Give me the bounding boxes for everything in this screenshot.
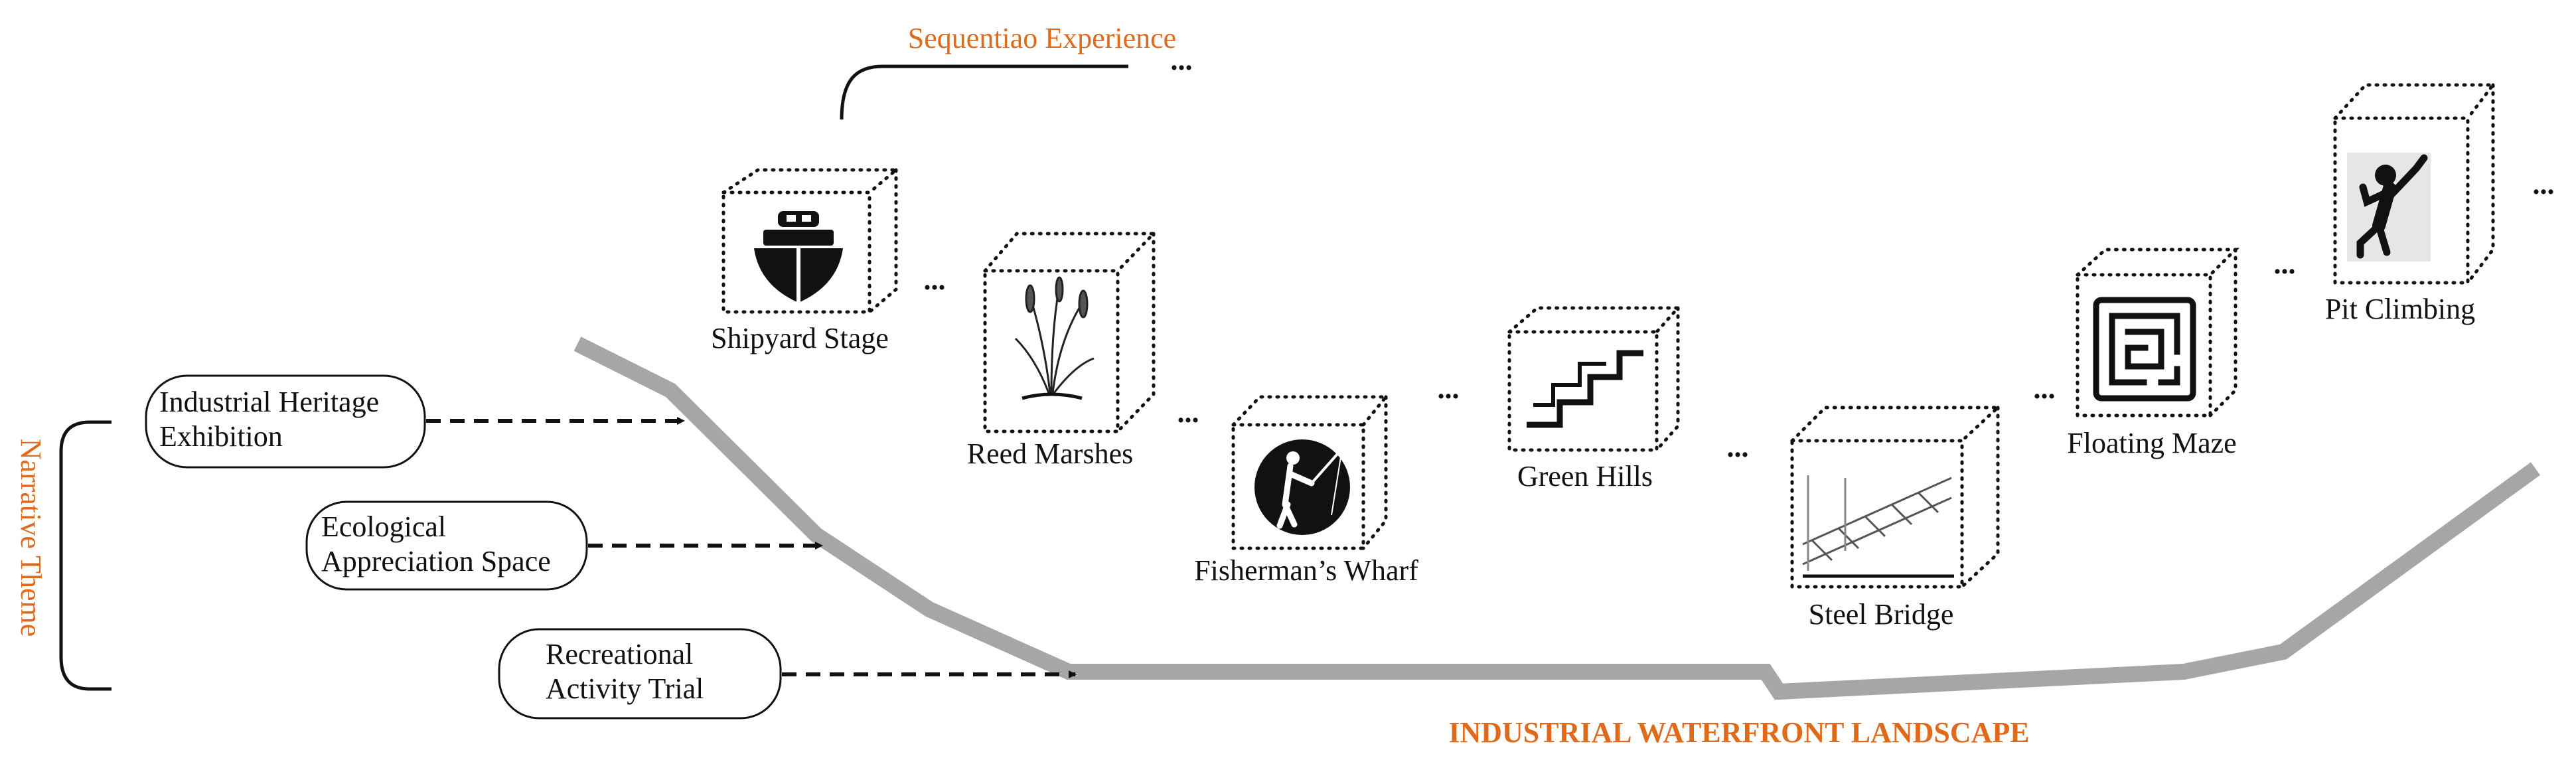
stairs-icon-lower	[1533, 362, 1606, 407]
title-ellipsis: ...	[1171, 44, 1193, 76]
stage-label: Shipyard Stage	[711, 322, 889, 354]
stage-shipyard: Shipyard Stage	[711, 168, 901, 354]
fisherman-icon	[1254, 439, 1350, 535]
stage-reed-marshes: Reed Marshes	[967, 232, 1158, 470]
bridge-icon	[1802, 475, 1954, 578]
theme-box	[498, 628, 782, 720]
dotted-cube	[1790, 406, 2003, 589]
stage-fishermans-wharf: Fisherman’s Wharf	[1194, 395, 1418, 587]
dotted-cube	[983, 232, 1158, 433]
theme-text: Industrial Heritage Exhibition	[159, 386, 386, 453]
theme-box	[145, 374, 426, 469]
sequence-title: Sequentiao Experience	[908, 22, 1176, 54]
theme-text: Ecological Appreciation Space	[321, 510, 551, 577]
theme-box	[305, 500, 588, 591]
stage-ellipsis: ...	[2034, 372, 2056, 405]
waterfront-path	[573, 337, 2541, 700]
stage-label: Steel Bridge	[1809, 598, 1954, 631]
stage-label: Green Hills	[1517, 460, 1653, 493]
stage-label: Floating Maze	[2067, 427, 2236, 459]
theme-text: Recreational Activity Trial	[546, 638, 704, 705]
maze-icon	[2093, 297, 2196, 402]
stage-ellipsis: ...	[1727, 431, 1749, 463]
dotted-cube	[721, 168, 901, 314]
dotted-cube	[2333, 83, 2497, 285]
reed-icon	[1014, 276, 1095, 400]
dotted-cube	[1507, 306, 1682, 452]
climber-icon	[2347, 153, 2431, 262]
dotted-cube	[2076, 248, 2240, 418]
stage-green-hills: Green Hills	[1507, 306, 1682, 493]
stage-label: Pit Climbing	[2325, 293, 2475, 325]
landscape-label: INDUSTRIAL WATERFRONT LANDSCAPE	[1448, 716, 2029, 749]
stairs-icon	[1527, 350, 1643, 428]
stage-pit-climbing: Pit Climbing	[2325, 83, 2497, 325]
dotted-cube	[1231, 395, 1390, 550]
stage-steel-bridge: Steel Bridge	[1790, 406, 2003, 631]
narrative-theme-label: Narrative Theme	[15, 439, 47, 637]
theme-item-heritage: Industrial Heritage Exhibition	[145, 374, 426, 469]
stage-label: Reed Marshes	[967, 437, 1134, 470]
stage-ellipsis: ...	[2533, 168, 2555, 200]
narrative-brace	[59, 420, 112, 691]
stage-ellipsis: ...	[1177, 396, 1199, 429]
ship-icon	[754, 211, 843, 303]
stage-ellipsis: ...	[1438, 372, 1460, 405]
theme-item-ecological: Ecological Appreciation Space	[305, 500, 588, 591]
stage-ellipsis: ...	[2274, 248, 2296, 280]
stage-floating-maze: Floating Maze	[2067, 248, 2240, 459]
title-bracket	[840, 64, 1128, 120]
stage-ellipsis: ...	[924, 264, 946, 296]
theme-item-recreational: Recreational Activity Trial	[498, 628, 782, 720]
stage-label: Fisherman’s Wharf	[1194, 554, 1418, 587]
